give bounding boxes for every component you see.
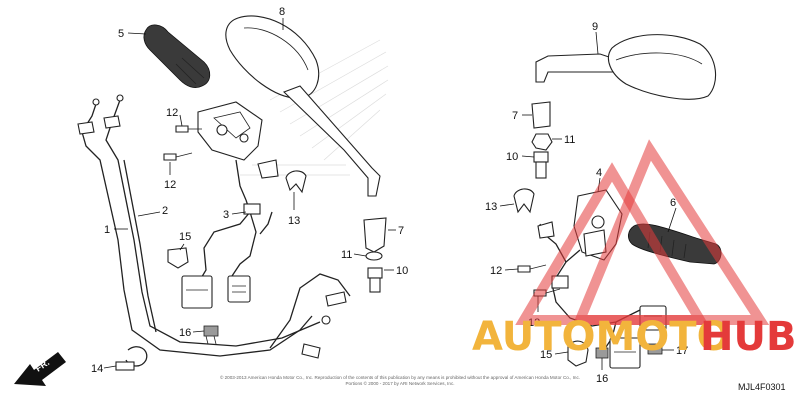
callout-12-upper-left: 12 [166,107,178,119]
callout-10-left: 10 [396,265,408,277]
left-connectors [181,275,251,309]
callout-5: 5 [118,28,124,40]
watermark-text-right: HUB [700,314,796,360]
left-grip [143,24,211,88]
copyright-line-2: Portions © 2000 - 2017 by ARI Network Se… [345,380,454,386]
callout-8: 8 [279,6,285,18]
left-mirror-mount [363,217,387,293]
front-direction-arrow: FR. [14,352,66,386]
left-clip-16 [203,325,219,345]
callouts: 5 8 12 12 2 1 3 13 15 16 14 7 11 10 9 7 [91,6,688,385]
callout-9: 9 [592,21,598,33]
site-watermark: AUTOMOTO HUB [472,139,796,360]
right-clamp [513,188,535,214]
callout-7-left: 7 [398,225,404,237]
callout-13-right: 13 [485,201,497,213]
callout-10-right: 10 [506,151,518,163]
watermark-triangle-right [572,139,770,325]
callout-4: 4 [596,167,602,179]
left-mirror [225,15,381,197]
callout-12-lower-left: 12 [164,179,176,191]
right-mirror-mount [531,101,553,179]
callout-15-left: 15 [179,231,191,243]
callout-2: 2 [162,205,168,217]
right-mirror [535,34,717,100]
callout-7-right: 7 [512,110,518,122]
diagram-code: MJL4F0301 [738,382,786,392]
left-wiring-harness [199,199,273,281]
bolts-left [163,125,202,161]
callout-11-left: 11 [341,249,352,261]
left-clip-15 [167,247,189,269]
cable-tie [115,346,148,371]
right-clips [567,340,663,367]
cable-end-fittings [269,273,351,359]
callout-6: 6 [670,197,676,209]
callout-16-left: 16 [179,327,191,339]
copyright-line-1: © 2003-2013 American Honda Motor Co., In… [220,374,580,380]
callout-15-right: 15 [540,349,552,361]
left-clamp [285,170,307,194]
watermark-text-left: AUTOMOTO [472,314,731,360]
callout-11-right: 11 [564,134,575,146]
left-switch-housing [197,101,279,201]
callout-12-right-upper: 12 [490,265,502,277]
callout-16-right: 16 [596,373,608,385]
callout-3: 3 [223,209,229,221]
callout-14: 14 [91,363,103,375]
callout-1: 1 [104,224,110,236]
callout-13-left: 13 [288,215,300,227]
callout-17: 17 [676,345,688,357]
throttle-cables [77,94,321,357]
